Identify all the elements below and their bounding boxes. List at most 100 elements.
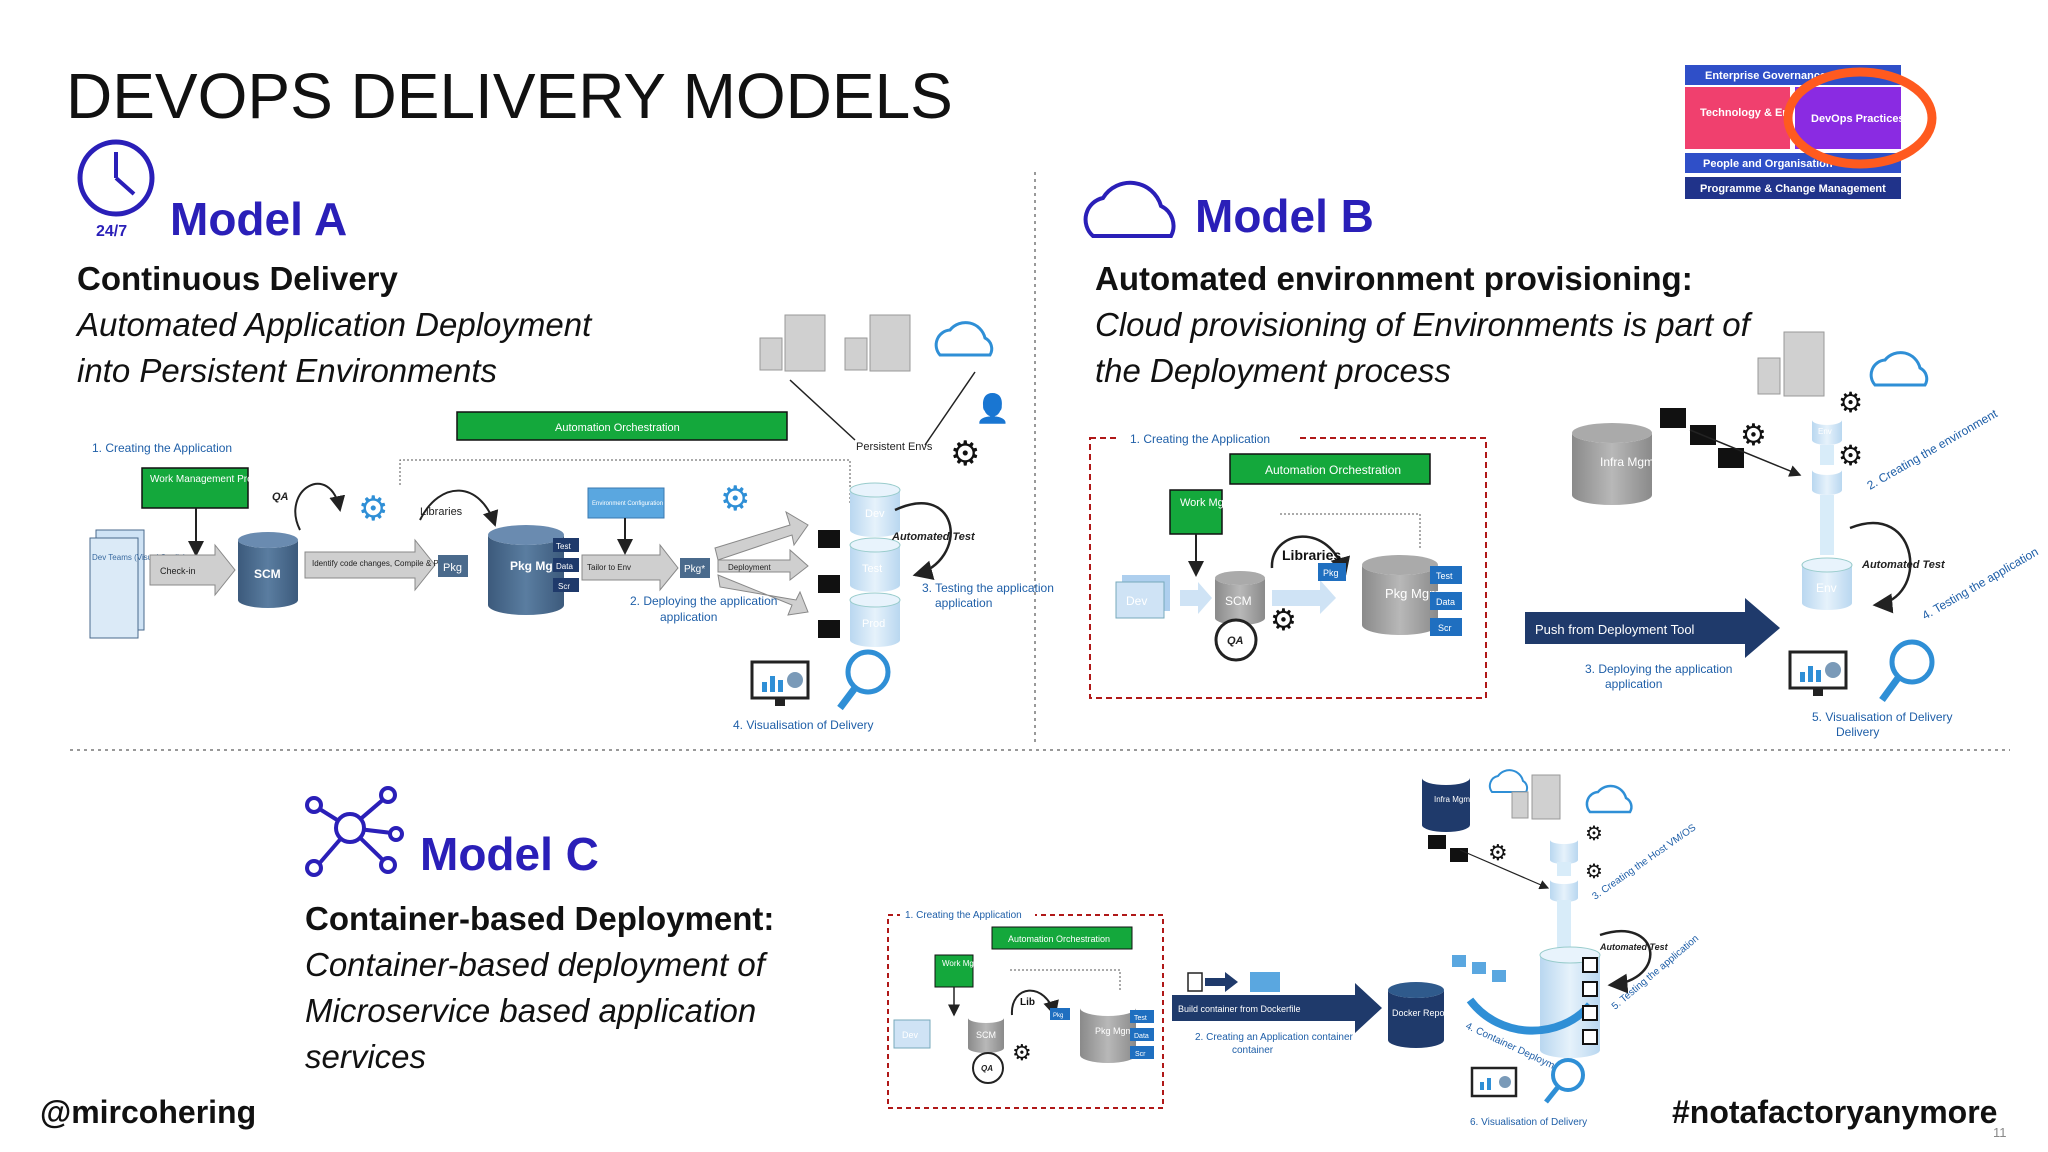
- svg-text:⚙: ⚙: [1585, 823, 1603, 845]
- model-b-subtitle: Automated environment provisioning:: [1095, 260, 1693, 297]
- framework-graphic: Enterprise Governance Technology & Engin…: [1685, 65, 1937, 199]
- model-a-desc-1: Automated Application Deployment: [75, 306, 593, 343]
- svg-text:5. Visualisation of Delivery: 5. Visualisation of Delivery: [1812, 710, 1953, 724]
- svg-text:Automation Orchestration: Automation Orchestration: [1008, 934, 1110, 944]
- svg-text:Data: Data: [1436, 597, 1455, 607]
- svg-text:Work Mgmt: Work Mgmt: [942, 959, 984, 968]
- network-icon: [305, 786, 404, 877]
- a-work-mgmt: [141, 467, 249, 509]
- highlight-ring: [1783, 67, 1937, 169]
- model-c-desc-1: Container-based deployment of: [305, 946, 769, 983]
- a-automation-bar: [456, 411, 788, 441]
- svg-text:Work Mgmt: Work Mgmt: [1180, 497, 1236, 509]
- svg-text:⚙: ⚙: [720, 480, 750, 518]
- svg-text:container: container: [1232, 1045, 1274, 1056]
- model-c-diagram: 1. Creating the Application Automation O…: [887, 769, 1701, 1128]
- svg-text:⚙: ⚙: [1838, 440, 1863, 471]
- svg-text:Prod: Prod: [862, 618, 885, 630]
- svg-text:Libraries: Libraries: [1282, 547, 1341, 563]
- svg-text:Infra Mgmt: Infra Mgmt: [1600, 455, 1658, 469]
- svg-text:Deployment: Deployment: [728, 563, 771, 572]
- svg-text:2. Deploying the application: 2. Deploying the application: [630, 594, 777, 608]
- svg-text:Dev: Dev: [1126, 594, 1147, 608]
- model-b-heading: Model B: [1195, 190, 1374, 242]
- svg-text:Work Management Process: Work Management Process: [150, 474, 273, 485]
- slide-title: DEVOPS DELIVERY MODELS: [66, 60, 953, 132]
- svg-text:Tailor to Env: Tailor to Env: [587, 563, 631, 572]
- model-b-desc-1: Cloud provisioning of Environments is pa…: [1095, 306, 1754, 343]
- svg-text:Push from Deployment Tool: Push from Deployment Tool: [1535, 622, 1695, 637]
- model-a-subtitle: Continuous Delivery: [77, 260, 399, 297]
- svg-text:6. Visualisation of Delivery: 6. Visualisation of Delivery: [1470, 1117, 1587, 1128]
- model-c-desc-2: Microservice based application: [305, 992, 756, 1029]
- svg-text:Env: Env: [1816, 581, 1837, 595]
- c-step3: 3. Creating the Host VM/OS: [1590, 822, 1698, 902]
- svg-text:SCM: SCM: [976, 1030, 996, 1040]
- model-c-subtitle: Container-based Deployment:: [305, 900, 774, 937]
- svg-text:Automated Test: Automated Test: [1599, 942, 1669, 952]
- svg-text:⚙: ⚙: [1270, 604, 1297, 637]
- framework-bar-3: Programme & Change Management: [1700, 183, 1886, 195]
- svg-text:4. Visualisation of Delivery: 4. Visualisation of Delivery: [733, 718, 874, 732]
- model-a-icon-label: 24/7: [96, 223, 127, 240]
- svg-text:Delivery: Delivery: [1836, 725, 1879, 739]
- svg-text:Automated Test: Automated Test: [891, 531, 976, 543]
- model-a-heading: Model A: [170, 193, 347, 245]
- svg-text:Data: Data: [1134, 1033, 1149, 1040]
- svg-text:3. Deploying the application: 3. Deploying the application: [1585, 662, 1732, 676]
- svg-text:Test: Test: [1134, 1015, 1147, 1022]
- svg-text:SCM: SCM: [1225, 594, 1252, 608]
- svg-text:QA: QA: [272, 491, 289, 503]
- svg-text:Scr: Scr: [1135, 1051, 1146, 1058]
- model-c-desc-3: services: [305, 1038, 426, 1075]
- model-b-diagram: 1. Creating the Application Automation O…: [1089, 331, 2041, 739]
- svg-text:Lib: Lib: [1020, 997, 1035, 1008]
- svg-text:Check-in: Check-in: [160, 566, 196, 576]
- svg-text:Pkg: Pkg: [1053, 1013, 1063, 1019]
- framework-top-bar: Enterprise Governance: [1705, 70, 1826, 82]
- svg-text:application: application: [660, 610, 717, 624]
- framework-bar-2: People and Organisation: [1703, 158, 1833, 170]
- svg-text:⚙: ⚙: [1488, 840, 1508, 865]
- hashtag: #notafactoryanymore: [1672, 1094, 1997, 1130]
- svg-text:Pkg Mgmt: Pkg Mgmt: [1385, 586, 1444, 601]
- model-b-desc-2: the Deployment process: [1095, 352, 1451, 389]
- svg-text:Pkg Mgmt: Pkg Mgmt: [1095, 1026, 1136, 1036]
- svg-text:⚙: ⚙: [358, 490, 388, 528]
- svg-text:application: application: [935, 596, 992, 610]
- svg-text:⚙: ⚙: [1740, 419, 1767, 452]
- svg-text:Test: Test: [556, 542, 571, 551]
- model-c-heading: Model C: [420, 828, 599, 880]
- svg-text:⚙: ⚙: [1838, 387, 1863, 418]
- svg-text:2. Creating an Application con: 2. Creating an Application container: [1195, 1032, 1354, 1043]
- a-dev-label: Dev Teams (Visual Studio): [92, 553, 186, 562]
- svg-text:Automation Orchestration: Automation Orchestration: [1265, 463, 1401, 477]
- svg-text:1. Creating the Application: 1. Creating the Application: [905, 910, 1022, 921]
- svg-text:Dev: Dev: [865, 508, 885, 520]
- svg-text:⚙: ⚙: [1012, 1040, 1032, 1065]
- svg-text:Test: Test: [1436, 571, 1453, 581]
- svg-text:👤: 👤: [975, 392, 1010, 425]
- svg-text:3. Testing the application: 3. Testing the application: [922, 581, 1054, 595]
- svg-text:⚙: ⚙: [950, 435, 980, 473]
- b-step4: 4. Testing the application: [1920, 545, 2041, 623]
- page-number: 11: [1993, 1125, 2007, 1140]
- framework-right-box: DevOps Practices: [1811, 113, 1905, 125]
- cloud-icon: [1083, 180, 1176, 238]
- svg-text:Env: Env: [1818, 427, 1832, 436]
- a-step1: 1. Creating the Application: [92, 441, 232, 455]
- a-automation-label: Automation Orchestration: [555, 422, 680, 434]
- a-persistent-label: Persistent Envs: [856, 441, 933, 453]
- svg-text:Data: Data: [556, 562, 573, 571]
- svg-text:Pkg*: Pkg*: [684, 564, 705, 575]
- svg-text:Build container from Dockerfil: Build container from Dockerfile: [1178, 1004, 1301, 1014]
- model-a-desc-2: into Persistent Environments: [77, 352, 497, 389]
- svg-text:application: application: [1605, 677, 1662, 691]
- svg-text:Docker Repository: Docker Repository: [1392, 1008, 1467, 1018]
- svg-text:Infra Mgmt: Infra Mgmt: [1434, 795, 1473, 804]
- svg-text:1. Creating the Application: 1. Creating the Application: [1130, 432, 1270, 446]
- svg-text:QA: QA: [1227, 635, 1244, 647]
- svg-text:Libraries: Libraries: [420, 506, 463, 518]
- clock-icon: [77, 139, 155, 217]
